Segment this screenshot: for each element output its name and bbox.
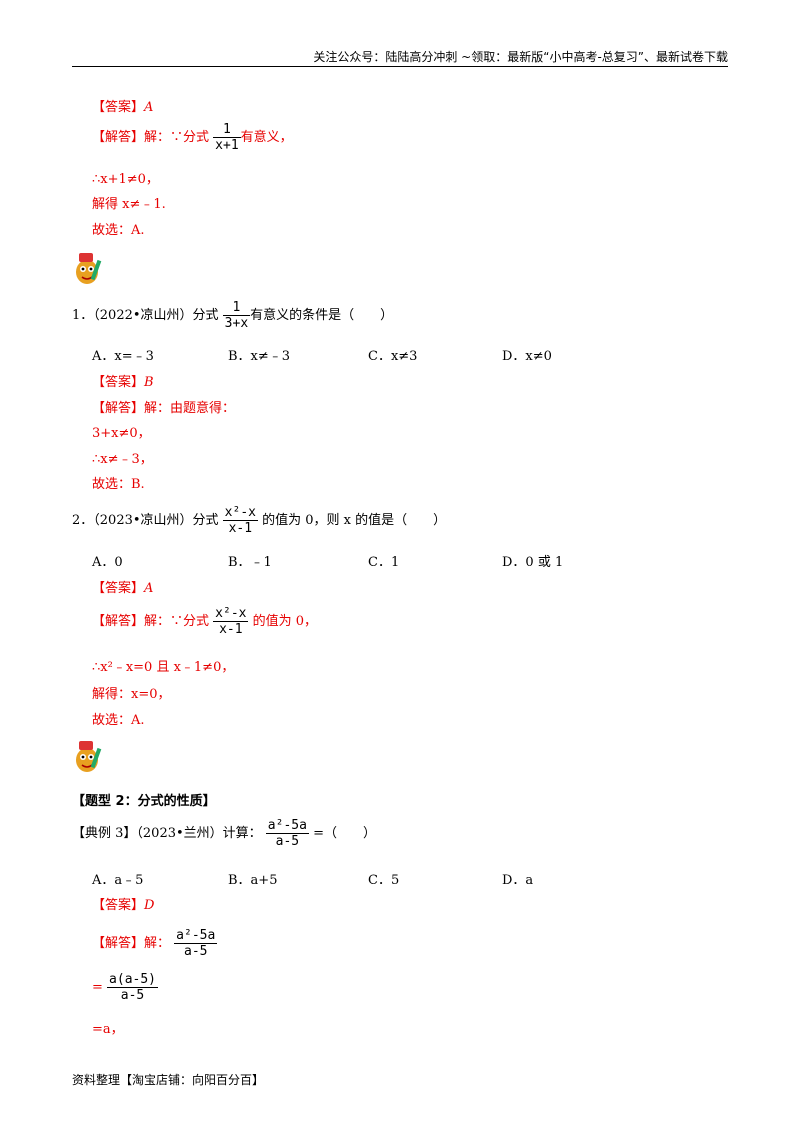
fraction-numerator: a²-5a — [176, 928, 216, 943]
fraction: a(a-5)a-5 — [107, 972, 159, 1003]
explain-prefix: 解：∵分式 — [144, 130, 210, 145]
fraction-denominator: x-1 — [222, 520, 258, 536]
explain-line-4: 故选：A. — [92, 713, 145, 728]
option-d: D．x≠0 — [502, 349, 552, 364]
page-header: 关注公众号：陆陆高分冲刺 ~领取：最新版“小中高考-总复习”、最新试卷下载 — [313, 50, 728, 64]
option-b: B．x≠﹣3 — [228, 349, 291, 364]
fraction-numerator: 1 — [223, 122, 231, 137]
question-prefix: 2．（2023•凉山州）分式 — [72, 513, 219, 528]
fraction-denominator: a-5 — [265, 833, 309, 849]
fraction-numerator: 1 — [232, 300, 241, 315]
answer-label: 【答案】 — [92, 898, 145, 913]
explain-line-3: 解得：x=0， — [92, 687, 171, 702]
fraction-numerator: x²-x — [215, 606, 247, 621]
answer-value: D — [144, 898, 155, 913]
example-prefix: 【典例 3】（2023•兰州）计算： — [72, 826, 262, 841]
fraction-denominator: x+1 — [213, 137, 241, 153]
explain-line-last: =a， — [92, 1022, 124, 1037]
explain-text: 解： — [144, 936, 171, 951]
answer-line: 【答案】A — [92, 96, 153, 115]
explain-suffix: 的值为 0， — [252, 614, 318, 629]
example-suffix: =（ ） — [313, 826, 376, 841]
explain-label: 【解答】 — [92, 936, 145, 951]
answer-value: B — [144, 375, 154, 390]
header-divider — [72, 66, 728, 67]
explain-text: 解：由题意得： — [144, 401, 236, 416]
answer-label: 【答案】 — [92, 581, 145, 596]
question-suffix: 有意义的条件是（ ） — [250, 308, 394, 323]
fraction-denominator: 3+x — [222, 315, 251, 331]
explain-line-4: 故选：A. — [92, 223, 145, 238]
option-c: C．x≠3 — [368, 349, 418, 364]
option-c: C．5 — [368, 873, 400, 888]
fraction-numerator: a(a-5) — [109, 972, 157, 987]
fraction-denominator: x-1 — [213, 621, 249, 637]
answer-value: A — [144, 100, 154, 115]
option-d: D．0 或 1 — [502, 555, 564, 570]
option-b: B．﹣1 — [228, 555, 272, 570]
explain-line-3: 解得 x≠﹣1. — [92, 197, 166, 212]
explain-label: 【解答】 — [92, 130, 145, 145]
fraction-denominator: a-5 — [174, 943, 218, 959]
option-b: B．a+5 — [228, 873, 278, 888]
explain-line: 【解答】解：由题意得： — [92, 397, 235, 416]
question-suffix: 的值为 0，则 x 的值是（ ） — [262, 513, 447, 528]
answer-line: 【答案】D — [92, 894, 154, 913]
option-a: A．a﹣5 — [92, 873, 144, 888]
explain-step: = a(a-5)a-5 — [92, 972, 159, 1003]
answer-value: A — [144, 581, 154, 596]
explain-line-2: ∴x²﹣x=0 且 x﹣1≠0， — [92, 660, 235, 675]
fraction-denominator: a-5 — [107, 987, 159, 1003]
pencil-mascot-icon — [76, 253, 102, 284]
option-a: A．0 — [92, 555, 123, 570]
explain-line-4: 故选：B. — [92, 477, 145, 492]
explain-suffix: 有意义， — [240, 130, 293, 145]
answer-line: 【答案】A — [92, 577, 153, 596]
answer-label: 【答案】 — [92, 375, 145, 390]
page-footer: 资料整理【淘宝店铺：向阳百分百】 — [72, 1073, 265, 1087]
explain-line-2: ∴x+1≠0， — [92, 172, 159, 187]
answer-line: 【答案】B — [92, 371, 154, 390]
equals-sign: = — [92, 980, 103, 995]
pencil-mascot-icon — [76, 741, 102, 772]
question-prefix: 1．（2022•凉山州）分式 — [72, 308, 219, 323]
section-title: 【题型 2：分式的性质】 — [72, 794, 216, 809]
explain-line-2: 3+x≠0， — [92, 426, 151, 441]
answer-label: 【答案】 — [92, 100, 145, 115]
option-c: C．1 — [368, 555, 400, 570]
explain-label: 【解答】 — [92, 614, 145, 629]
explain-prefix: 解：∵分式 — [144, 614, 210, 629]
explain-line-3: ∴x≠﹣3， — [92, 452, 153, 467]
explain-label: 【解答】 — [92, 401, 145, 416]
option-a: A．x=﹣3 — [92, 349, 154, 364]
fraction-numerator: x²-x — [224, 505, 256, 520]
option-d: D．a — [502, 873, 534, 888]
fraction-numerator: a²-5a — [267, 818, 307, 833]
